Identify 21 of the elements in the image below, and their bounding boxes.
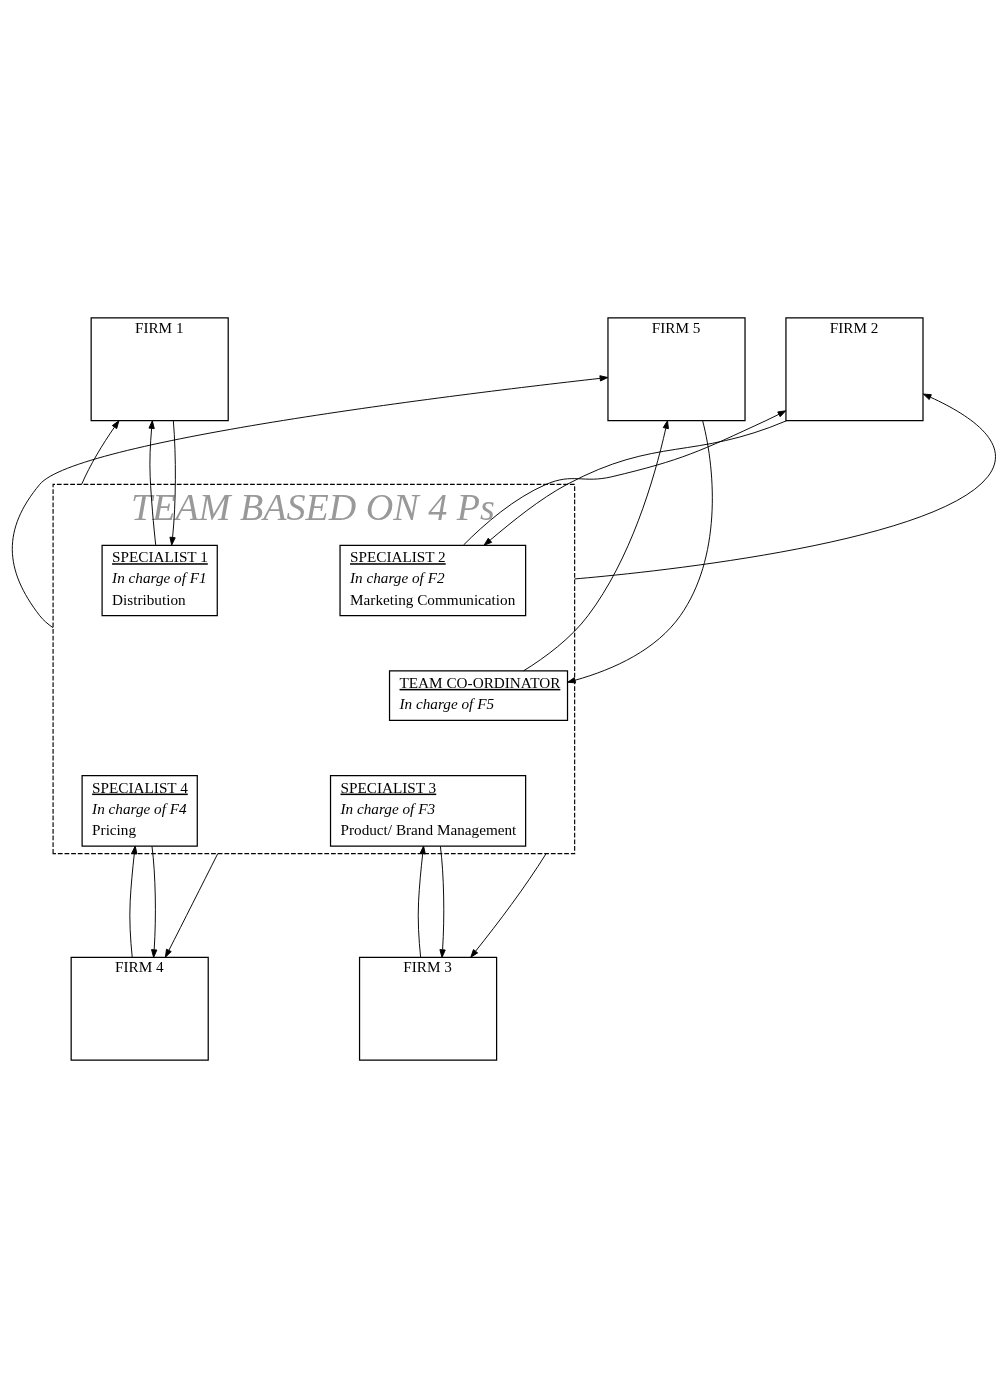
node-box: FIRM 4 bbox=[70, 956, 209, 1061]
arrow bbox=[81, 419, 120, 485]
arrow bbox=[439, 845, 446, 958]
node-box: TEAM CO-ORDINATOR In charge of F5 bbox=[388, 669, 569, 721]
arrow bbox=[470, 852, 547, 958]
arrow bbox=[417, 845, 426, 958]
arrow bbox=[567, 419, 713, 683]
node-box: FIRM 5 bbox=[607, 316, 746, 421]
arrow bbox=[523, 419, 669, 671]
node-box: FIRM 3 bbox=[358, 956, 498, 1061]
node-box: FIRM 2 bbox=[785, 316, 924, 421]
node-box: SPECIALIST 3 In charge of F3 Product/ Brand Management bbox=[329, 774, 527, 847]
node-box: SPECIALIST 1 In charge of F1 Distribution bbox=[101, 544, 218, 616]
arrow bbox=[11, 374, 609, 628]
arrow bbox=[129, 845, 138, 958]
arrow bbox=[164, 852, 219, 958]
node-box: FIRM 1 bbox=[90, 316, 229, 421]
node-box: SPECIALIST 2 In charge of F2 Marketing Communication bbox=[339, 544, 527, 616]
node-box: SPECIALIST 4 In charge of F4 Pricing bbox=[81, 774, 198, 847]
arrow bbox=[574, 393, 996, 579]
arrow bbox=[151, 845, 158, 958]
